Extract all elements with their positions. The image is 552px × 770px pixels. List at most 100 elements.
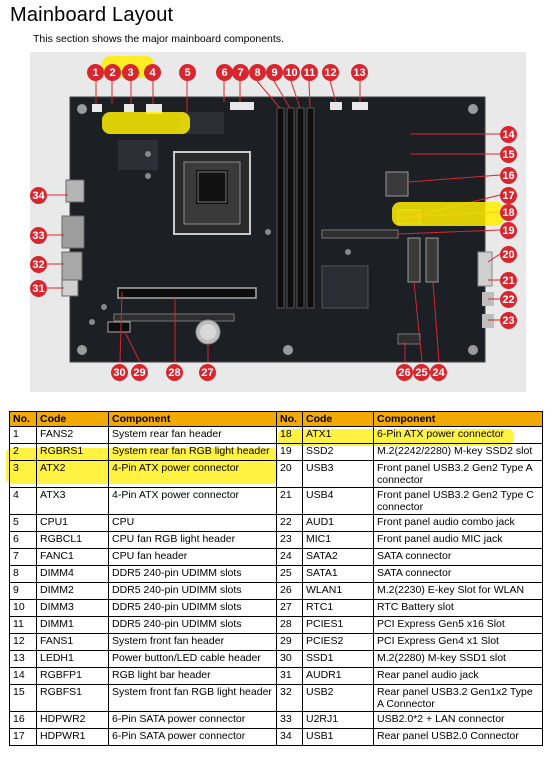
callout-13: 13 — [351, 64, 368, 81]
callout-26: 26 — [396, 364, 413, 381]
cell-no-right: 28 — [276, 616, 303, 634]
cell-code-right: USB4 — [302, 487, 374, 515]
cell-no-left: 3 — [9, 460, 37, 488]
cell-code-right: U2RJ1 — [302, 711, 374, 729]
cell-component-left: 6-Pin SATA power connector — [108, 728, 277, 746]
cell-code-right: SATA2 — [302, 548, 374, 566]
cell-component-right: Front panel audio combo jack — [373, 514, 543, 532]
cell-no-right: 30 — [276, 650, 303, 668]
page-subtitle: This section shows the major mainboard c… — [33, 33, 284, 45]
cell-no-left: 16 — [9, 711, 37, 729]
cell-component-right: RTC Battery slot — [373, 599, 543, 617]
callout-9: 9 — [266, 64, 283, 81]
cell-code-right: USB2 — [302, 684, 374, 712]
callout-34: 34 — [30, 187, 47, 204]
cell-code-left: LEDH1 — [36, 650, 109, 668]
cell-no-right: 18 — [276, 426, 303, 444]
header-no-left: No. — [9, 411, 37, 427]
callout-19: 19 — [500, 222, 517, 239]
cell-code-left: HDPWR1 — [36, 728, 109, 746]
cell-no-left: 8 — [9, 565, 37, 583]
callout-21: 21 — [500, 272, 517, 289]
cell-no-left: 5 — [9, 514, 37, 532]
cell-no-right: 23 — [276, 531, 303, 549]
cell-code-left: FANS1 — [36, 633, 109, 651]
cell-component-left: RGB light bar header — [108, 667, 277, 685]
cell-code-right: ATX1 — [302, 426, 374, 444]
cell-component-left: 4-Pin ATX power connector — [108, 487, 277, 515]
callout-7: 7 — [232, 64, 249, 81]
cell-code-right: SATA1 — [302, 565, 374, 583]
cell-code-right: USB1 — [302, 728, 374, 746]
cell-component-right: Front panel USB3.2 Gen2 Type C connector — [373, 487, 543, 515]
cell-component-right: Rear panel USB3.2 Gen1x2 Type A Connecto… — [373, 684, 543, 712]
callout-5: 5 — [179, 64, 196, 81]
cell-component-left: System front fan RGB light header — [108, 684, 277, 712]
cell-component-right: 6-Pin ATX power connector — [373, 426, 543, 444]
cell-code-left: HDPWR2 — [36, 711, 109, 729]
cell-code-right: WLAN1 — [302, 582, 374, 600]
cell-no-left: 7 — [9, 548, 37, 566]
header-component-right: Component — [373, 411, 543, 427]
callout-8: 8 — [249, 64, 266, 81]
cell-code-left: FANS2 — [36, 426, 109, 444]
cell-code-left: RGBCL1 — [36, 531, 109, 549]
cell-code-right: PCIES2 — [302, 633, 374, 651]
callout-17: 17 — [500, 187, 517, 204]
cell-component-right: PCI Express Gen5 x16 Slot — [373, 616, 543, 634]
cell-no-right: 24 — [276, 548, 303, 566]
cell-component-left: 6-Pin SATA power connector — [108, 711, 277, 729]
cell-component-left: CPU fan RGB light header — [108, 531, 277, 549]
cell-no-right: 26 — [276, 582, 303, 600]
header-no-right: No. — [276, 411, 303, 427]
cell-no-left: 6 — [9, 531, 37, 549]
cell-code-right: MIC1 — [302, 531, 374, 549]
callout-30: 30 — [111, 364, 128, 381]
callout-16: 16 — [500, 167, 517, 184]
cell-code-left: DIMM4 — [36, 565, 109, 583]
cell-no-right: 19 — [276, 443, 303, 461]
callout-18: 18 — [500, 204, 517, 221]
cell-component-left: System rear fan header — [108, 426, 277, 444]
cell-no-left: 9 — [9, 582, 37, 600]
cell-no-right: 31 — [276, 667, 303, 685]
cell-no-left: 10 — [9, 599, 37, 617]
cell-component-right: Rear panel USB2.0 Connector — [373, 728, 543, 746]
cell-code-right: AUDR1 — [302, 667, 374, 685]
cell-component-right: M.2(2230) E-key Slot for WLAN — [373, 582, 543, 600]
cell-code-left: ATX2 — [36, 460, 109, 488]
cell-code-left: RGBFP1 — [36, 667, 109, 685]
highlight-atx1-area — [392, 202, 504, 226]
cell-component-right: SATA connector — [373, 565, 543, 583]
cell-component-left: DDR5 240-pin UDIMM slots — [108, 582, 277, 600]
callout-1: 1 — [87, 64, 104, 81]
header-component-left: Component — [108, 411, 277, 427]
callout-3: 3 — [122, 64, 139, 81]
callout-12: 12 — [322, 64, 339, 81]
cell-code-left: DIMM3 — [36, 599, 109, 617]
highlight-atx2-area — [102, 112, 190, 134]
cell-no-left: 12 — [9, 633, 37, 651]
cell-component-left: System rear fan RGB light header — [108, 443, 277, 461]
cell-no-left: 13 — [9, 650, 37, 668]
cell-no-left: 14 — [9, 667, 37, 685]
callout-33: 33 — [30, 227, 47, 244]
table-header-row: No. Code Component No. Code Component — [9, 411, 543, 427]
callout-24: 24 — [430, 364, 447, 381]
cell-component-left: CPU fan header — [108, 548, 277, 566]
cell-component-left: DDR5 240-pin UDIMM slots — [108, 565, 277, 583]
